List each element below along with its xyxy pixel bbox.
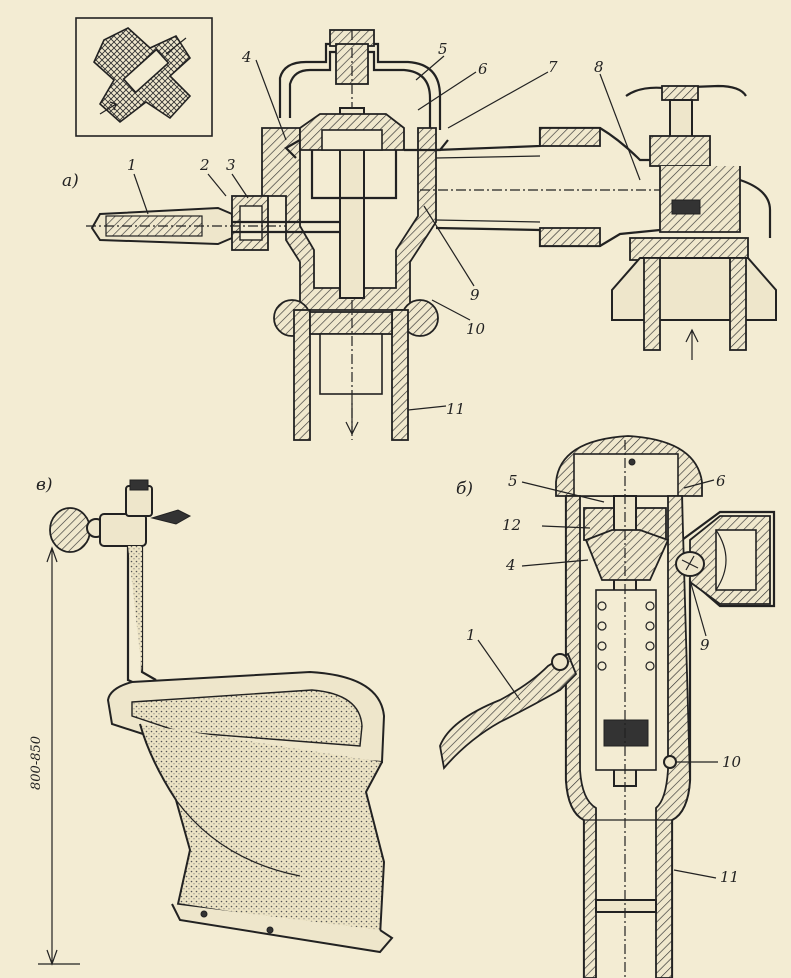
flush-valve-assembly	[49, 479, 192, 692]
dimension-value: 800-850	[29, 736, 44, 790]
outlet-spud	[273, 299, 439, 441]
part-label-7: 7	[548, 58, 558, 76]
part-label-b-5: 5	[508, 472, 518, 490]
panel-b-vertical-flush-valve: б)	[439, 435, 776, 978]
panel-a-flush-valve-section: а) 1 2 3 4 5 6 7 8 9 10 11	[62, 17, 777, 441]
part-label-2: 2	[199, 156, 210, 174]
leader-lines-a	[133, 55, 641, 411]
part-label-3: 3	[226, 156, 236, 174]
part-label-10: 10	[466, 320, 486, 338]
part-label-11: 11	[446, 400, 465, 418]
part-label-b-4: 4	[505, 556, 516, 574]
part-label-b-1: 1	[466, 626, 476, 644]
part-label-5: 5	[438, 40, 448, 58]
part-label-4: 4	[241, 48, 252, 66]
panel-label-v: в)	[36, 475, 53, 495]
push-lever	[439, 652, 578, 771]
part-label-b-10: 10	[722, 753, 742, 771]
part-label-6: 6	[478, 60, 488, 78]
valve-knob	[49, 507, 91, 553]
part-label-b-9: 9	[700, 636, 710, 654]
panel-label-b: б)	[456, 479, 473, 499]
leader-lines-b	[477, 479, 718, 879]
spring-coils	[597, 601, 655, 671]
height-dimension: 800-850	[29, 546, 80, 966]
toilet-bowl	[106, 670, 394, 954]
part-label-b-12: 12	[502, 516, 521, 534]
detail-inset	[75, 17, 213, 137]
part-label-9: 9	[470, 286, 480, 304]
part-label-b-6: 6	[716, 472, 726, 490]
part-label-1: 1	[127, 156, 137, 174]
valve-body	[261, 127, 437, 311]
panel-v-toilet-installation: в) 800-850	[29, 475, 394, 966]
part-label-8: 8	[594, 58, 604, 76]
stop-valve	[611, 84, 777, 360]
part-label-b-11: 11	[720, 868, 739, 886]
panel-label-a: а)	[62, 171, 79, 191]
